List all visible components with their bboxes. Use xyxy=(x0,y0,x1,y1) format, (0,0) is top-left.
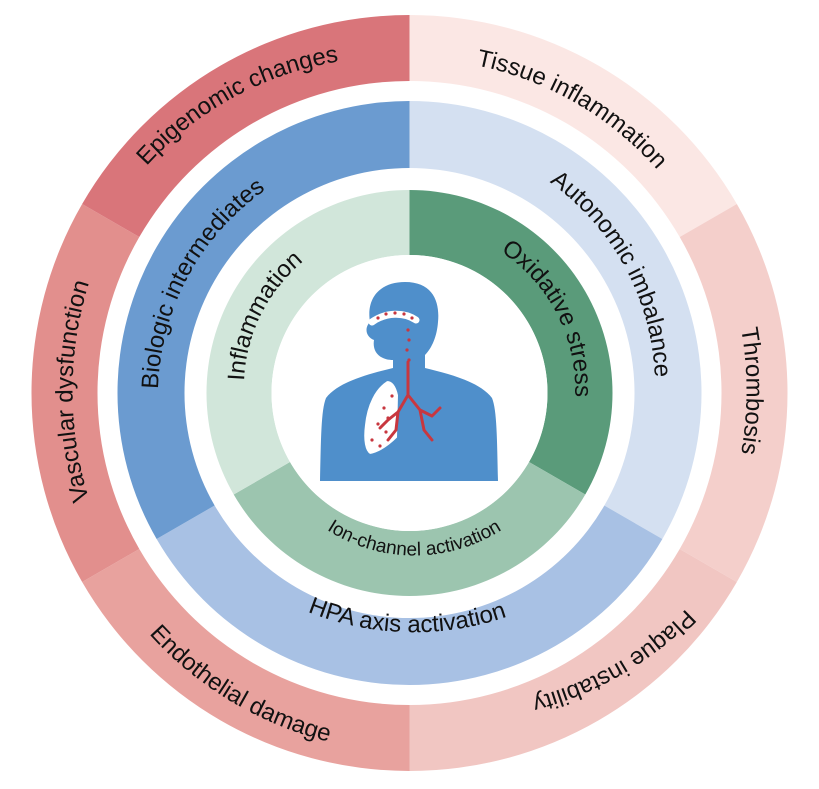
outer-segment-epigenomic-changes xyxy=(82,14,410,237)
outer-label-thrombosis: Thrombosis xyxy=(735,325,767,456)
inner-segment-ion-channel-activation xyxy=(233,462,586,596)
outer-segment-thrombosis xyxy=(679,204,788,582)
outer-segment-endothelial-damage xyxy=(82,549,410,771)
outer-ring xyxy=(31,14,788,771)
inner-segment-inflammation xyxy=(206,190,410,495)
middle-segment-autonomic-imbalance xyxy=(409,101,702,539)
inner-segment-oxidative-stress xyxy=(409,190,613,495)
middle-ring xyxy=(117,101,702,686)
inner-ring xyxy=(206,190,613,596)
outer-segment-vascular-dysfunction xyxy=(31,204,140,582)
outer-segment-tissue-inflammation xyxy=(409,15,737,237)
middle-segment-hpa-axis-activation xyxy=(156,505,663,686)
outer-segment-plaque-instability xyxy=(409,549,737,771)
middle-segment-biologic-intermediates xyxy=(117,101,410,539)
human-respiratory-system-icon xyxy=(320,282,498,481)
